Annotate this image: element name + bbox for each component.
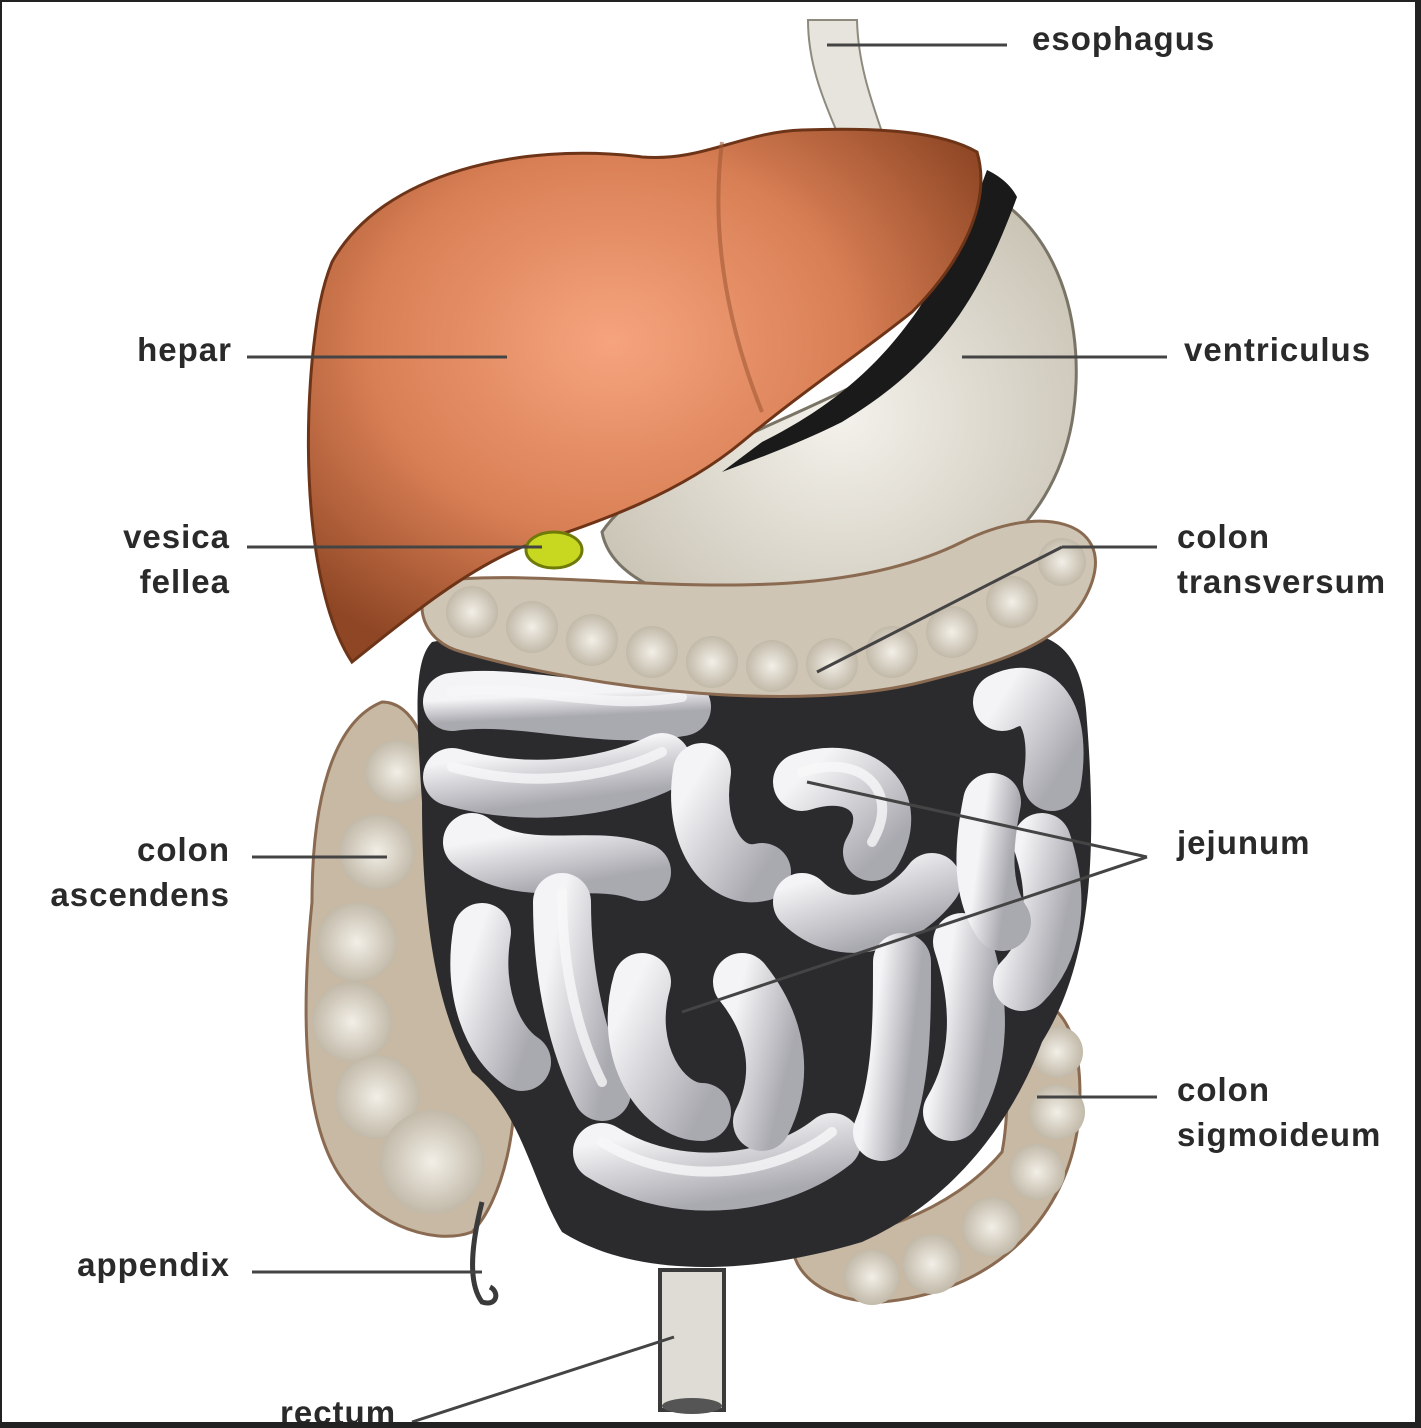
- label-colon-transversum: colon transversum: [1177, 514, 1386, 604]
- label-colon-ascendens: colon ascendens: [12, 827, 230, 917]
- label-colon-sigmoideum: colon sigmoideum: [1177, 1067, 1381, 1157]
- label-colon-ascendens-line1: colon: [12, 827, 230, 872]
- label-hepar: hepar: [112, 327, 232, 372]
- label-colon-transversum-line2: transversum: [1177, 559, 1386, 604]
- label-vesica-fellea: vesica fellea: [82, 514, 230, 604]
- leader-rectum: [412, 1337, 674, 1422]
- label-vesica-line2: fellea: [82, 559, 230, 604]
- label-colon-sigmoideum-line2: sigmoideum: [1177, 1112, 1381, 1157]
- label-colon-ascendens-line2: ascendens: [12, 872, 230, 917]
- label-vesica-line1: vesica: [82, 514, 230, 559]
- label-colon-sigmoideum-line1: colon: [1177, 1067, 1381, 1112]
- esophagus-shape: [808, 20, 882, 132]
- label-rectum: rectum: [280, 1390, 396, 1428]
- rectum-shape: [660, 1270, 724, 1414]
- label-appendix: appendix: [32, 1242, 230, 1287]
- gallbladder-shape: [526, 532, 582, 568]
- label-jejunum: jejunum: [1177, 820, 1311, 865]
- label-ventriculus: ventriculus: [1184, 327, 1371, 372]
- label-colon-transversum-line1: colon: [1177, 514, 1386, 559]
- label-esophagus: esophagus: [1032, 16, 1215, 61]
